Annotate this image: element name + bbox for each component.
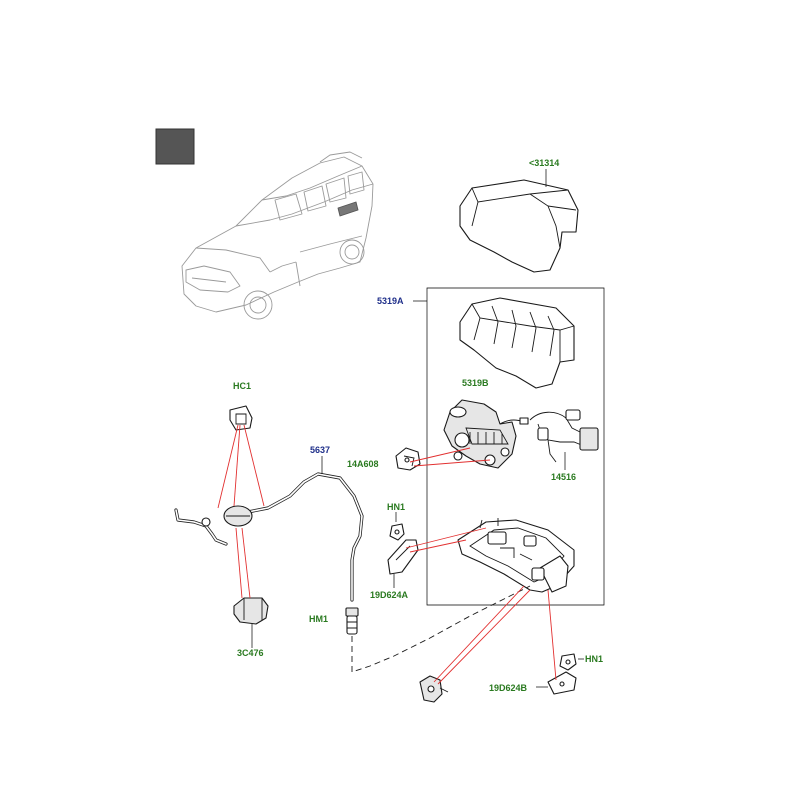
label-nut-hn1-upper[interactable]: HN1 xyxy=(387,502,405,512)
label-compressor-5319b[interactable]: 5319B xyxy=(462,378,489,388)
connector-hm1 xyxy=(345,607,359,635)
label-mount-3c476[interactable]: 3C476 xyxy=(237,648,264,658)
mount-3c476 xyxy=(233,597,269,625)
callout-lines xyxy=(217,424,557,685)
inline-filter xyxy=(201,505,253,527)
label-nut-hn1-lower[interactable]: HN1 xyxy=(585,654,603,664)
label-bracket-19d624a[interactable]: 19D624A xyxy=(370,590,409,600)
label-bracket-14a608[interactable]: 14A608 xyxy=(347,459,379,469)
cover-31314 xyxy=(459,179,579,273)
pressure-sensor xyxy=(419,675,449,703)
thumbnail-swatch[interactable] xyxy=(155,128,195,165)
wiring-harness-14516 xyxy=(529,409,599,463)
label-connector-hm1[interactable]: HM1 xyxy=(309,614,328,624)
compressor-5319b xyxy=(443,399,529,469)
bracket-19d624b xyxy=(547,671,577,695)
label-harness-14516[interactable]: 14516 xyxy=(551,472,576,482)
label-bracket-19d624b[interactable]: 19D624B xyxy=(489,683,528,693)
cover-5319 xyxy=(459,297,575,389)
vehicle-illustration xyxy=(181,151,374,320)
air-pipe-5637 xyxy=(174,472,531,673)
clip-hc1 xyxy=(229,405,253,431)
assembly-box-5319a xyxy=(413,287,605,606)
label-assembly-5319a[interactable]: 5319A xyxy=(377,296,404,306)
nut-hn1-lower xyxy=(559,653,577,671)
label-pipe-5637[interactable]: 5637 xyxy=(310,445,330,455)
compressor-tray xyxy=(457,518,575,593)
label-cover-31314[interactable]: <31314 xyxy=(529,158,559,168)
bracket-19d624a xyxy=(387,539,419,575)
bracket-14a608 xyxy=(395,447,421,471)
label-clip-hc1[interactable]: HC1 xyxy=(233,381,251,391)
nut-hn1-upper xyxy=(389,523,405,541)
